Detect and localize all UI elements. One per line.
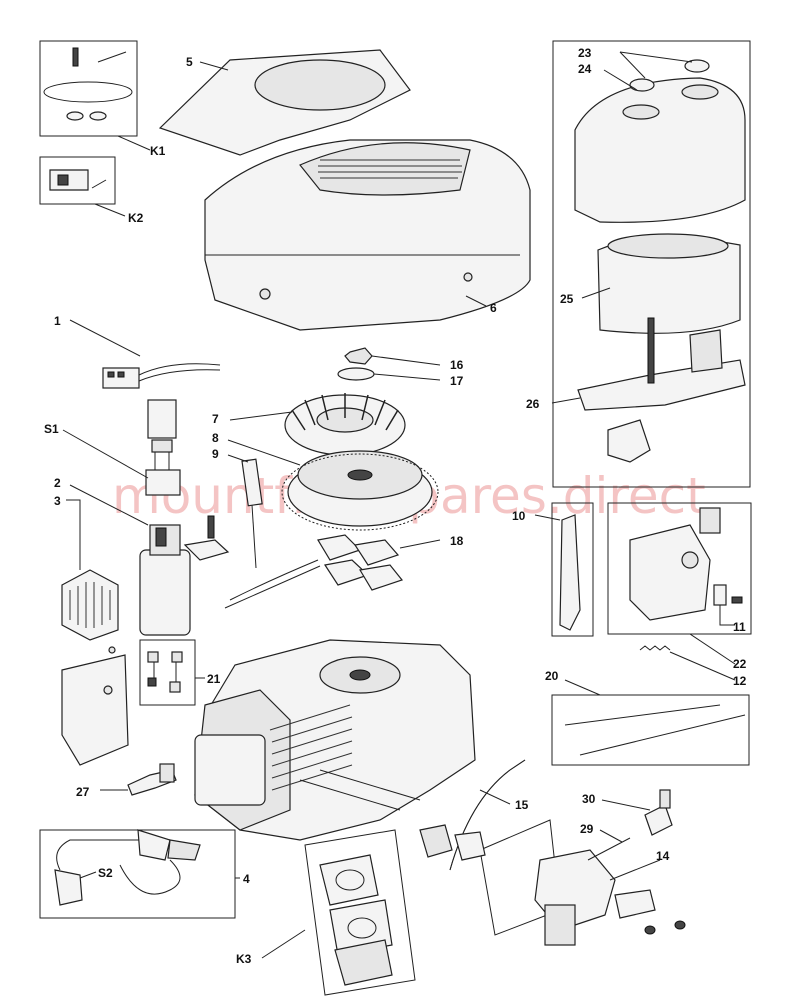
callout-6: 6	[490, 301, 497, 315]
part-4-ignition-module-box	[39, 829, 236, 919]
callout-24: 24	[578, 62, 592, 76]
part-top-cover	[158, 49, 411, 156]
part-spark-plug	[127, 763, 177, 796]
part-k2-kit	[39, 156, 116, 205]
callout-29: 29	[580, 822, 594, 836]
callout-9: 9	[212, 447, 219, 461]
part-linkage-rods	[551, 694, 750, 766]
callout-4: 4	[243, 872, 250, 886]
callout-s2: S2	[98, 866, 113, 880]
callout-17: 17	[450, 374, 464, 388]
callout-15: 15	[515, 798, 529, 812]
callout-11: 11	[733, 620, 746, 634]
part-ignition-lead	[241, 458, 263, 569]
part-flywheel	[281, 450, 439, 531]
callout-18: 18	[450, 534, 464, 548]
callout-20: 20	[545, 669, 559, 683]
part-k1-kit	[39, 40, 138, 137]
part-starter-motor	[139, 515, 230, 636]
callout-7: 7	[212, 412, 219, 426]
callout-21: 21	[207, 672, 221, 686]
part-air-filter-assembly	[552, 40, 751, 488]
part-governor-lever	[551, 502, 594, 637]
part-21-wiring-kit	[139, 639, 196, 706]
callout-8: 8	[212, 431, 219, 445]
part-blower-housing	[204, 139, 531, 331]
part-s1-starter-drive	[145, 399, 181, 496]
callout-5: 5	[186, 55, 193, 69]
callout-2: 2	[54, 476, 61, 490]
part-k3-gasket-kit	[304, 829, 416, 996]
callout-3: 3	[54, 494, 61, 508]
part-throttle-bracket	[607, 502, 752, 635]
callout-10: 10	[512, 509, 526, 523]
callout-1: 1	[54, 314, 61, 328]
callout-14: 14	[656, 849, 670, 863]
part-governor-spring	[639, 645, 671, 651]
part-flywheel-nut	[337, 347, 375, 381]
callout-30: 30	[582, 792, 596, 806]
callout-25: 25	[560, 292, 574, 306]
part-engine-block	[194, 639, 476, 841]
callout-22: 22	[733, 657, 747, 671]
callout-k1: K1	[150, 144, 166, 158]
callout-23: 23	[578, 46, 592, 60]
part-carburettor	[419, 819, 686, 946]
part-fuel-hose	[587, 837, 631, 861]
callout-27: 27	[76, 785, 90, 799]
callout-12: 12	[733, 674, 747, 688]
part-fuel-valve	[644, 789, 673, 836]
callout-16: 16	[450, 358, 464, 372]
callout-26: 26	[526, 397, 540, 411]
part-cooling-fan	[284, 393, 406, 456]
callout-k3: K3	[236, 952, 252, 966]
part-breather-hose	[449, 759, 526, 871]
callout-k2: K2	[128, 211, 144, 225]
part-ignition-coils	[224, 534, 404, 609]
callout-s1: S1	[44, 422, 59, 436]
part-heat-shield	[61, 646, 129, 766]
part-regulator	[61, 569, 119, 641]
part-wiring-connector	[102, 363, 221, 389]
